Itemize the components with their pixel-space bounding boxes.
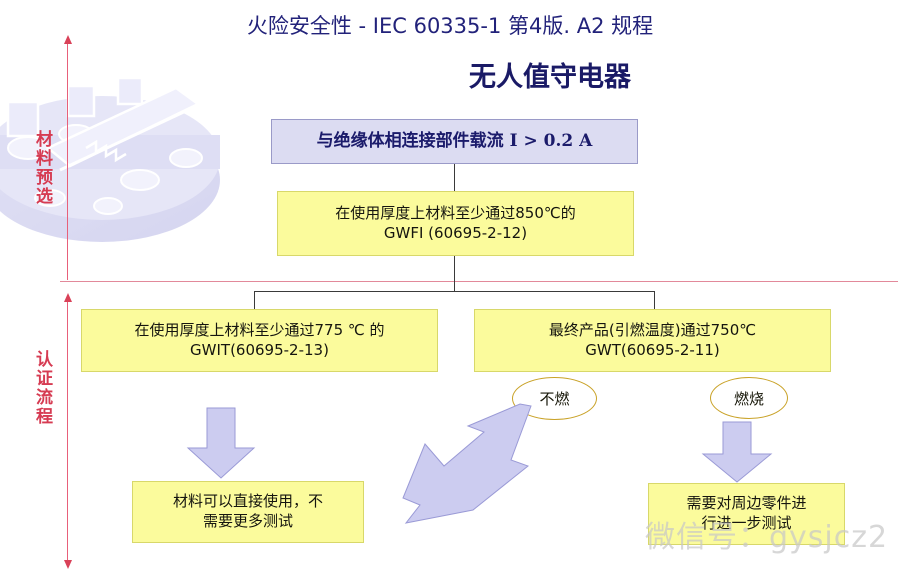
page-title: 火险安全性 - IEC 60335-1 第4版. A2 规程 bbox=[246, 14, 654, 38]
decision-oval-burning-label: 燃烧 bbox=[733, 389, 764, 408]
node-gwfi-test-label: 在使用厚度上材料至少通过850℃的 GWFI (60695-2-12) bbox=[335, 203, 576, 242]
phase-label-material-preselection: 材料预选 bbox=[32, 130, 52, 206]
component-render-image bbox=[0, 76, 220, 242]
node-current-requirement-label: 与绝缘体相连接部件载流 I > 0.2 A bbox=[316, 131, 593, 152]
phase-axis-certification-process bbox=[63, 293, 72, 569]
phase-axis-material-preselection bbox=[63, 35, 72, 280]
connector-split-left-drop bbox=[254, 291, 256, 309]
phase-label-certification-process: 认证流程 bbox=[32, 350, 52, 426]
page-subtitle: 无人值守电器 bbox=[469, 62, 631, 93]
phase-divider bbox=[60, 281, 898, 282]
connector-requirement-to-gwfi bbox=[454, 164, 456, 191]
decision-oval-non-flammable-label: 不燃 bbox=[539, 390, 570, 408]
node-gwit-test[interactable]: 在使用厚度上材料至少通过775 ℃ 的 GWIT(60695-2-13) bbox=[81, 309, 438, 372]
node-gwit-test-label: 在使用厚度上材料至少通过775 ℃ 的 GWIT(60695-2-13) bbox=[134, 320, 385, 359]
node-result-no-more-tests[interactable]: 材料可以直接使用，不 需要更多测试 bbox=[132, 481, 364, 543]
node-result-further-tests[interactable]: 需要对周边零件进 行进一步测试 bbox=[648, 483, 845, 545]
block-arrow-burning-to-result bbox=[700, 421, 774, 484]
node-gwt-test-label: 最终产品(引燃温度)通过750℃ GWT(60695-2-11) bbox=[548, 320, 757, 359]
decision-oval-non-flammable[interactable]: 不燃 bbox=[512, 377, 597, 420]
node-gwfi-test[interactable]: 在使用厚度上材料至少通过850℃的 GWFI (60695-2-12) bbox=[277, 191, 634, 256]
block-arrow-gwit-to-result bbox=[186, 407, 256, 480]
node-result-no-more-tests-label: 材料可以直接使用，不 需要更多测试 bbox=[172, 492, 323, 530]
node-gwt-test[interactable]: 最终产品(引燃温度)通过750℃ GWT(60695-2-11) bbox=[474, 309, 831, 372]
connector-split-right-drop bbox=[654, 291, 656, 309]
node-current-requirement[interactable]: 与绝缘体相连接部件载流 I > 0.2 A bbox=[271, 119, 638, 164]
decision-oval-burning[interactable]: 燃烧 bbox=[710, 377, 788, 419]
connector-split-bus bbox=[254, 291, 655, 293]
connector-gwfi-to-split bbox=[454, 256, 456, 292]
block-arrow-non-flammable-to-result bbox=[368, 403, 533, 524]
node-result-further-tests-label: 需要对周边零件进 行进一步测试 bbox=[686, 494, 807, 532]
watermark-text: 微信号：gysjcz2 bbox=[645, 520, 889, 555]
